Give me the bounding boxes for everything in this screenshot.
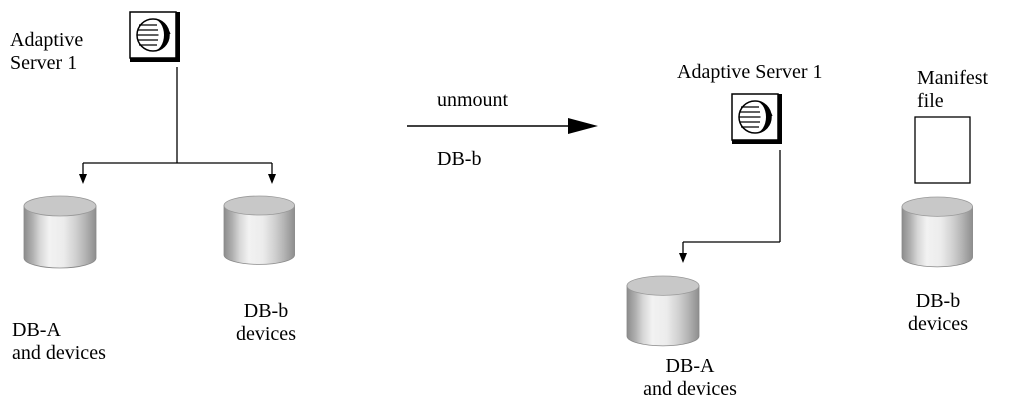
database-cylinder-icon <box>901 196 973 268</box>
manifest-file-icon <box>914 116 971 184</box>
manifest-file-label: Manifest file <box>917 67 989 112</box>
server-icon <box>731 93 783 145</box>
database-cylinder-icon <box>23 195 97 269</box>
database-cylinder-icon <box>223 195 295 265</box>
arrowhead-icon <box>268 174 276 184</box>
db-a-label: DB-A and devices <box>12 319 106 364</box>
server-label: Adaptive Server 1 <box>10 29 84 74</box>
arrowhead-icon <box>79 174 87 184</box>
server-icon <box>129 11 181 63</box>
db-a-label: DB-A and devices <box>643 355 737 400</box>
unmount-arrow-icon <box>568 118 598 134</box>
db-b-label: DB-b devices <box>236 300 296 345</box>
arrowhead-icon <box>679 253 687 263</box>
unmount-target-label: DB-b <box>437 148 482 170</box>
server-label: Adaptive Server 1 <box>677 61 823 83</box>
database-cylinder-icon <box>626 275 700 347</box>
db-b-label: DB-b devices <box>908 290 968 335</box>
unmount-command-label: unmount <box>437 89 509 111</box>
